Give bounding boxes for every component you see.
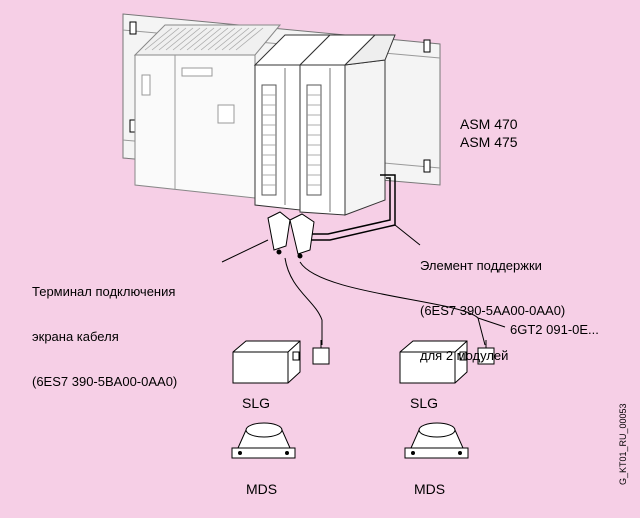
label-shield-terminal: Терминал подключения экрана кабеля (6ES7… <box>32 254 177 404</box>
slg-left-reader <box>232 340 330 384</box>
support-line-2: (6ES7 390-5AA00-0AA0) <box>420 303 566 318</box>
terminal-line-2: экрана кабеля <box>32 329 119 344</box>
support-line-3: для 2 модулей <box>420 348 509 363</box>
terminal-line-3: (6ES7 390-5BA00-0AA0) <box>32 374 178 389</box>
terminal-line-1: Терминал подключения <box>32 284 176 299</box>
leader-lines <box>221 224 421 263</box>
support-line-1: Элемент поддержки <box>420 258 542 273</box>
label-asm-475: ASM 475 <box>460 134 518 150</box>
label-mds-left: MDS <box>246 481 278 497</box>
label-slg-left: SLG <box>242 395 271 411</box>
slg-right-reader <box>399 340 495 384</box>
label-cable: 6GT2 091-0E... <box>510 322 599 337</box>
label-support-element: Элемент поддержки (6ES7 390-5AA00-0AA0) … <box>420 228 565 378</box>
shield-terminal <box>267 211 315 259</box>
cables <box>284 257 506 346</box>
label-asm-470: ASM 470 <box>460 116 518 132</box>
mds-left-tag <box>231 422 296 459</box>
mds-right-tag <box>404 422 469 459</box>
label-mds-right: MDS <box>414 481 446 497</box>
figure-id: G_KT01_RU_00053 <box>618 403 628 485</box>
label-slg-right: SLG <box>410 395 439 411</box>
asm-modules <box>253 34 396 216</box>
